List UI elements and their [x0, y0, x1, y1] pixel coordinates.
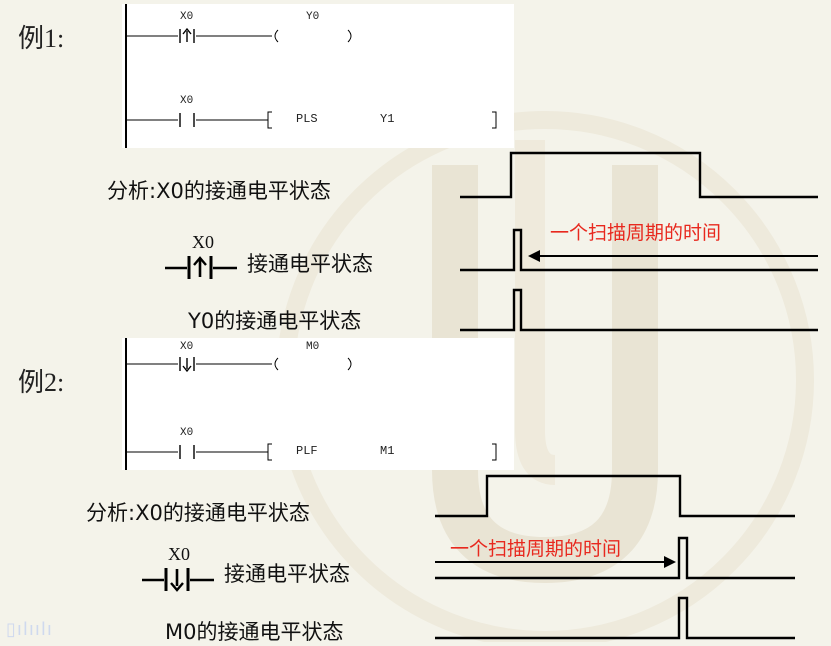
falling-edge-contact-icon: [142, 568, 214, 592]
ex1-rung1-contact-name: X0: [180, 11, 194, 23]
ex1-rung2-contact-name: X0: [180, 95, 194, 107]
ex1-rising-contact-name: X0: [192, 232, 214, 252]
ex1-analysis-x0-level: 分析:X0的接通电平状态: [107, 179, 331, 203]
ex2-analysis-m0-level: M0的接通电平状态: [165, 620, 344, 644]
ex2-analysis-falling-contact: 接通电平状态: [224, 562, 350, 586]
ex1-rung1-coil-name: Y0: [306, 11, 320, 23]
ex1-scan-cycle-note: 一个扫描周期的时间: [550, 222, 722, 244]
ex1-analysis-y0-level: Y0的接通电平状态: [188, 309, 362, 333]
ex2-analysis-x0-level: 分析:X0的接通电平状态: [86, 501, 310, 525]
example2-label: 例2:: [18, 368, 65, 397]
ex1-analysis-rising-contact: 接通电平状态: [247, 252, 373, 276]
ladder-lines-example2: [125, 338, 497, 470]
ex1-rung2-operand: Y1: [380, 112, 395, 126]
bilibili-watermark-logo: ▯ılıılı: [6, 619, 53, 640]
ladder-lines-example1: [125, 4, 497, 148]
ladder-diagram-example1: X0 Y0 X0 PLS Y1: [122, 4, 514, 148]
ex2-falling-contact-name: X0: [168, 544, 190, 564]
ex2-rung2-contact-name: X0: [180, 427, 194, 439]
ladder-diagram-example2: X0 M0 X0 PLF M1: [122, 338, 514, 470]
rising-edge-contact-icon: [165, 256, 237, 279]
ex2-scan-cycle-note: 一个扫描周期的时间: [450, 538, 622, 560]
ex2-rung1-contact-name: X0: [180, 341, 194, 353]
ex2-rung1-coil-name: M0: [306, 341, 320, 353]
example1-label: 例1:: [18, 24, 65, 53]
ex2-rung2-instruction: PLF: [296, 444, 318, 458]
ex1-rung2-instruction: PLS: [296, 112, 318, 126]
ex2-rung2-operand: M1: [380, 444, 395, 458]
